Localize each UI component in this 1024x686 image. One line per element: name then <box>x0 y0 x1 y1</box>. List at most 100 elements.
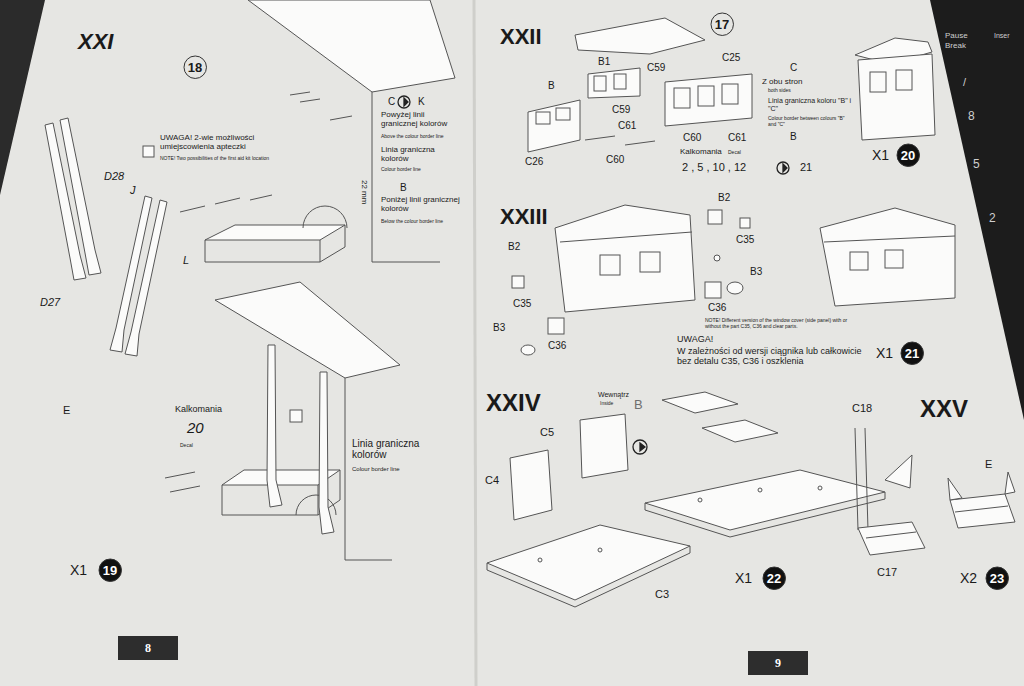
part-label: Inside <box>600 401 613 407</box>
step-number: 19 <box>103 564 117 577</box>
assembly-drawing <box>950 494 1015 528</box>
part-label: D27 <box>40 296 60 308</box>
note-text: UWAGA! <box>677 335 713 345</box>
part-label: K <box>418 96 425 107</box>
assembly-drawing <box>560 232 692 242</box>
step-circle <box>986 567 1008 589</box>
part-label: C36 <box>548 340 566 351</box>
step-circle: 20 <box>896 143 920 167</box>
background <box>930 0 1024 420</box>
part-label: C <box>388 96 395 107</box>
assembly-drawing <box>575 18 705 54</box>
note-text: UWAGA! 2-wie możliwości umiejscowienia a… <box>160 134 285 152</box>
assembly-drawing <box>866 532 916 538</box>
background <box>0 0 45 195</box>
assembly-drawing <box>345 378 346 560</box>
assembly-drawing <box>303 206 347 228</box>
page-number-tab <box>118 636 178 660</box>
assembly-drawing <box>855 428 858 530</box>
step-circle <box>99 559 121 581</box>
step-heading: XXIV <box>486 390 541 416</box>
assembly-drawing <box>372 262 440 263</box>
flip-symbol <box>640 443 645 451</box>
page-number-tab: 8 <box>118 636 178 660</box>
assembly-drawing <box>205 240 320 262</box>
step-number: 22 <box>767 572 781 585</box>
page-number: 9 <box>775 657 781 669</box>
assembly-drawing <box>665 74 752 126</box>
part-label: Kalkomania <box>680 148 722 157</box>
assembly-drawing <box>948 478 962 500</box>
part-label: Wewnątrz <box>598 391 629 399</box>
assembly-drawing <box>598 548 602 552</box>
assembly-drawing <box>727 282 743 294</box>
assembly-drawing <box>705 282 721 298</box>
note-text: Powyżej linii granicznej kolorów <box>381 111 463 129</box>
quantity: X1 <box>735 571 752 586</box>
assembly-drawing <box>614 74 626 89</box>
part-label: L <box>183 254 189 266</box>
quantity: X1 <box>70 563 87 578</box>
step-heading: XXI <box>78 30 113 54</box>
part-label: B <box>400 182 407 193</box>
assembly-drawing <box>248 0 455 92</box>
assembly-drawing <box>267 345 282 507</box>
flip-symbol <box>633 440 647 454</box>
assembly-drawing <box>528 100 580 152</box>
note-text: NOTE! Different version of the window co… <box>705 318 855 329</box>
part-label: B1 <box>598 56 610 67</box>
assembly-drawing <box>1005 472 1015 494</box>
step-circle <box>901 342 923 364</box>
part-label: J <box>130 184 136 196</box>
step-heading: XXIII <box>500 205 548 229</box>
assembly-drawing <box>215 282 400 378</box>
flip-symbol <box>783 164 787 172</box>
assembly-drawing <box>885 250 903 268</box>
part-label: C59 <box>647 62 665 73</box>
assembly-drawing <box>319 372 334 534</box>
assembly-drawing <box>512 276 524 288</box>
assembly-drawing <box>858 522 925 555</box>
note-text: Above the colour border line <box>381 134 461 140</box>
note-text: Linia graniczna koloru "B" i "C" <box>768 97 852 112</box>
assembly-drawing <box>536 112 550 124</box>
assembly-drawing <box>521 345 535 355</box>
step-circle <box>763 567 785 589</box>
step-number: 20 <box>901 149 915 162</box>
key-label: / <box>963 76 966 88</box>
assembly-drawing <box>165 472 195 478</box>
dimension: 22 mm <box>359 180 368 204</box>
step-number: 21 <box>905 347 919 360</box>
assembly-drawing <box>250 195 272 200</box>
key-label: 8 <box>968 110 975 123</box>
step-circle: 23 <box>985 566 1009 590</box>
assembly-drawing <box>170 486 200 492</box>
assembly-drawing <box>320 225 345 262</box>
step-number: 18 <box>188 61 202 74</box>
assembly-drawing <box>296 495 336 515</box>
part-label: C35 <box>513 298 531 309</box>
note-text: both sides <box>768 88 791 94</box>
assembly-drawing <box>698 86 714 106</box>
part-label: E <box>63 404 70 416</box>
assembly-drawing <box>820 208 955 306</box>
note-text: Linia graniczna kolorów <box>381 146 463 164</box>
part-label: B <box>790 131 797 142</box>
assembly-drawing <box>714 255 720 261</box>
flip-symbol <box>404 98 408 106</box>
page-number-tab: 9 <box>748 651 808 675</box>
key-label: Pause <box>945 32 968 41</box>
part-label: C61 <box>728 132 746 143</box>
part-label: C26 <box>525 156 543 167</box>
assembly-drawing <box>487 525 690 600</box>
part-label: C5 <box>540 426 554 438</box>
note-text: Linia graniczna kolorów <box>352 438 440 460</box>
assembly-drawing <box>372 92 373 262</box>
part-label: E <box>985 458 992 470</box>
assembly-drawing <box>345 560 392 561</box>
assembly-drawing <box>824 236 955 242</box>
part-label: Kalkomania <box>175 405 222 415</box>
assembly-drawing <box>818 486 822 490</box>
step-circle: 18 <box>183 55 207 79</box>
